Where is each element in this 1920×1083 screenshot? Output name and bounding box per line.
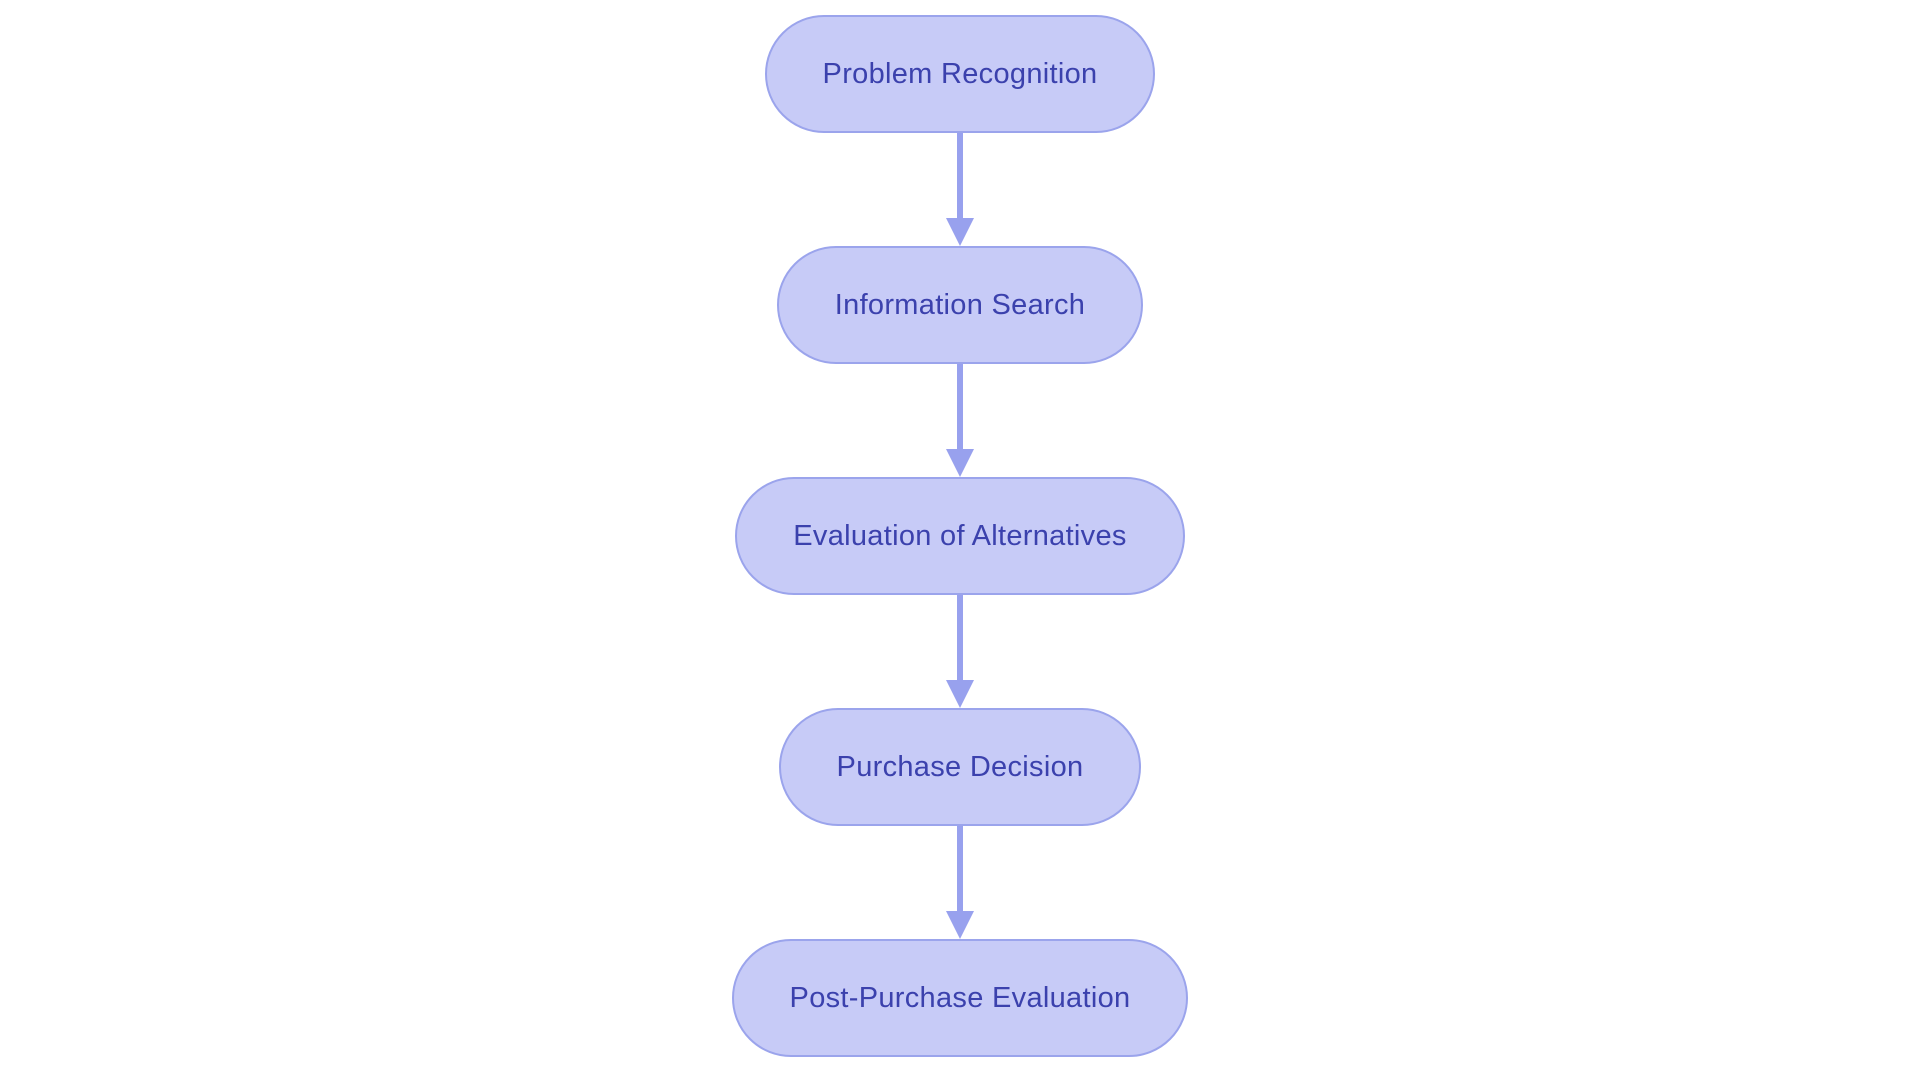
node-problem-recognition: Problem Recognition [764,15,1156,133]
connector-1 [946,133,974,246]
node-label: Purchase Decision [836,750,1084,783]
node-label: Problem Recognition [822,57,1098,90]
connector-3 [946,595,974,708]
connector-2 [946,364,974,477]
node-label: Evaluation of Alternatives [793,519,1127,552]
arrow-down-icon [946,680,974,708]
arrow-down-icon [946,449,974,477]
node-label: Information Search [834,288,1086,321]
connector-4 [946,826,974,939]
arrow-shaft [957,133,963,218]
node-information-search: Information Search [776,246,1144,364]
arrow-shaft [957,826,963,911]
node-evaluation-of-alternatives: Evaluation of Alternatives [735,477,1185,595]
node-label: Post-Purchase Evaluation [789,981,1131,1014]
node-purchase-decision: Purchase Decision [778,708,1142,826]
arrow-shaft [957,364,963,449]
arrow-shaft [957,595,963,680]
arrow-down-icon [946,911,974,939]
arrow-down-icon [946,218,974,246]
node-post-purchase-evaluation: Post-Purchase Evaluation [731,939,1189,1057]
